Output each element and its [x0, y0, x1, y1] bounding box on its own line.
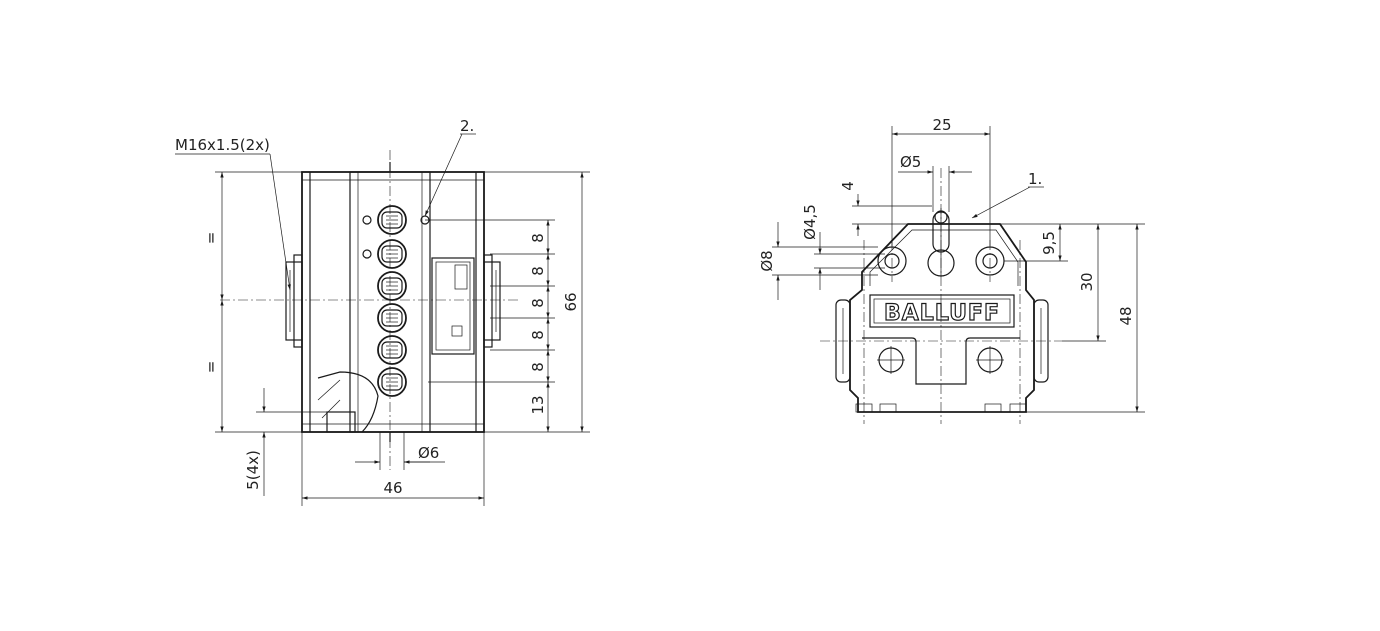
marker-hole-mid [362, 249, 372, 259]
equal-top: = [202, 232, 220, 245]
thread-label: M16x1.5(2x) [175, 136, 270, 154]
mount-depth: 5(4x) [244, 450, 262, 490]
top-width: 25 [932, 116, 951, 134]
bottom-offset: 13 [529, 395, 547, 414]
contact-2 [377, 239, 407, 269]
hole-height: 30 [1078, 272, 1096, 291]
overall-width-left: 46 [383, 479, 402, 497]
overall-height-left: 66 [562, 292, 580, 311]
contact-column [377, 205, 407, 397]
callout-2: 2. [460, 117, 474, 135]
callout-1: 1. [1028, 170, 1042, 188]
contact-1 [377, 205, 407, 235]
contact-4 [377, 303, 407, 333]
terminal-window [431, 257, 475, 355]
large-hole-diameter: Ø8 [758, 250, 776, 271]
pitch-4: 8 [529, 330, 547, 340]
brand-logo: BALLUFF [884, 301, 1000, 326]
contact-6 [377, 367, 407, 397]
pitch-3: 8 [529, 298, 547, 308]
contact-5 [377, 335, 407, 365]
left-cable-gland [285, 254, 303, 348]
brand-plate [869, 294, 1015, 328]
pin-offset: 9,5 [1040, 231, 1058, 255]
pitch-chain: 8 8 8 8 8 13 [425, 219, 590, 433]
hole-diameter: Ø6 [418, 444, 439, 462]
right-body-outline [849, 223, 1035, 413]
mounting-slot [317, 371, 379, 433]
small-hole-diameter: Ø4,5 [801, 204, 819, 240]
left-view: M16x1.5(2x) 2. = = 8 8 8 [175, 117, 590, 506]
right-cable-gland [483, 254, 501, 348]
contact-3 [377, 271, 407, 301]
pitch-2: 8 [529, 266, 547, 276]
right-view: BALLUFF 25 Ø5 1. [758, 116, 1145, 424]
pin-diameter: Ø5 [900, 153, 921, 171]
left-body-outline [301, 171, 485, 433]
marker-hole-top [362, 215, 372, 225]
equal-bottom: = [202, 361, 220, 374]
pitch-5: 8 [529, 362, 547, 372]
overall-height-right: 48 [1117, 306, 1135, 325]
pitch-1: 8 [529, 233, 547, 243]
pin-height: 4 [839, 181, 857, 191]
